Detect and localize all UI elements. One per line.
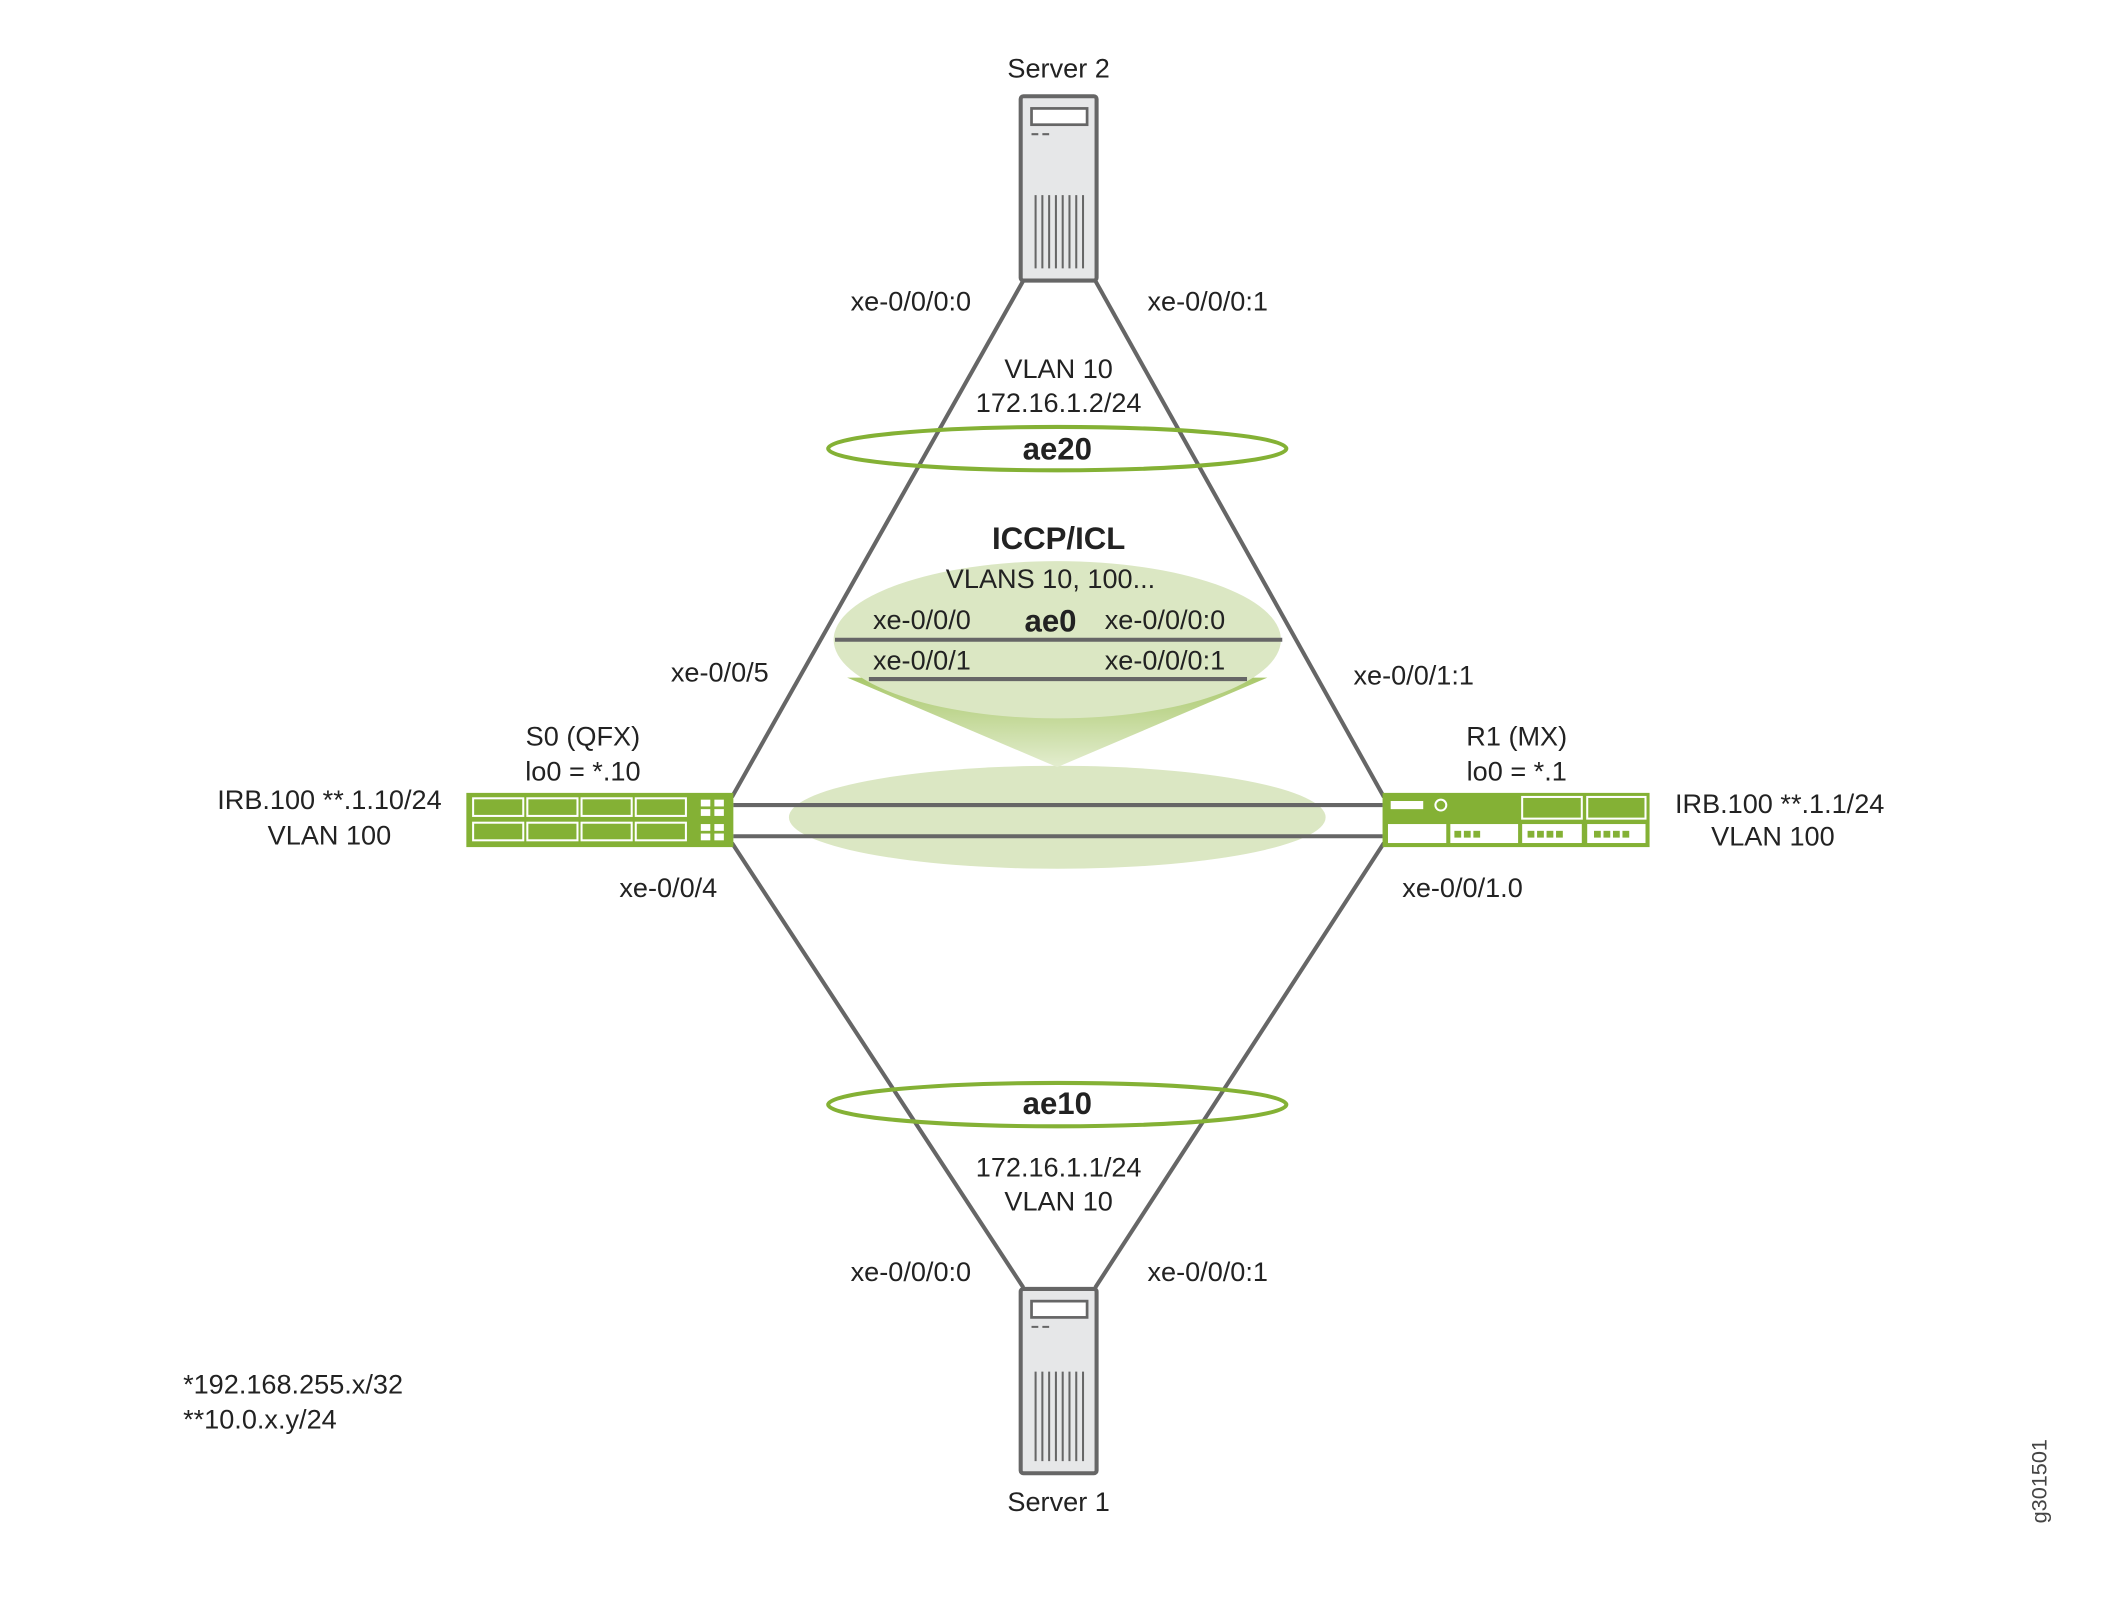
server1-icon: [1018, 1286, 1099, 1476]
ae20-ip: 172.16.1.2/24: [976, 387, 1142, 418]
ae20-vlan: VLAN 10: [1004, 353, 1112, 384]
r1-lo0: lo0 = *.1: [1467, 756, 1567, 787]
ae10-ip: 172.16.1.1/24: [976, 1151, 1142, 1182]
legend-loopback: *192.168.255.x/32: [183, 1368, 403, 1399]
s0-lo0: lo0 = *.10: [525, 756, 640, 787]
link-server1-s0: [730, 841, 1026, 1289]
link-server2-r1: [1093, 279, 1386, 798]
ae0-label: ae0: [1025, 604, 1077, 639]
r1-up-port: xe-0/0/1:1: [1353, 659, 1474, 690]
s0-qfx-switch-icon: [466, 792, 734, 848]
figure-id: g301501: [2027, 1439, 2052, 1523]
icl-lower-ellipse: [788, 765, 1326, 869]
server1-left-port: xe-0/0/0:0: [851, 1256, 972, 1287]
server2-left-port: xe-0/0/0:0: [851, 285, 972, 316]
link-server2-s0: [730, 279, 1026, 798]
ae10-label: ae10: [1023, 1086, 1092, 1121]
ae20-label: ae20: [1023, 431, 1092, 466]
iccp-title: ICCP/ICL: [992, 521, 1125, 556]
r1-mx-router-icon: [1382, 792, 1650, 848]
ae10-ellipse: [826, 1080, 1289, 1129]
server2-right-port: xe-0/0/0:1: [1147, 285, 1268, 316]
ae20-ellipse: [826, 424, 1289, 473]
s0-down-port: xe-0/0/4: [619, 872, 717, 903]
legend-irb: **10.0.x.y/24: [183, 1404, 337, 1435]
ae0-left-port-1: xe-0/0/0: [873, 604, 971, 635]
r1-name: R1 (MX): [1466, 720, 1567, 751]
server2-label: Server 2: [1007, 52, 1109, 83]
ae0-right-port-2: xe-0/0/0:1: [1105, 645, 1226, 676]
s0-up-port: xe-0/0/5: [671, 657, 769, 688]
link-server1-r1: [1093, 841, 1386, 1289]
ae10-vlan: VLAN 10: [1004, 1185, 1112, 1216]
s0-irb: IRB.100 **.1.10/24: [217, 784, 441, 815]
s0-vlan: VLAN 100: [268, 819, 392, 850]
iccp-vlans: VLANS 10, 100...: [946, 563, 1155, 594]
server1-label: Server 1: [1007, 1486, 1109, 1517]
r1-down-port: xe-0/0/1.0: [1402, 872, 1523, 903]
r1-vlan: VLAN 100: [1711, 821, 1835, 852]
server2-icon: [1018, 94, 1099, 283]
s0-name: S0 (QFX): [526, 720, 640, 751]
ae0-left-port-2: xe-0/0/1: [873, 645, 971, 676]
ae0-right-port-1: xe-0/0/0:0: [1105, 604, 1226, 635]
r1-irb: IRB.100 **.1.1/24: [1675, 788, 1884, 819]
server1-right-port: xe-0/0/0:1: [1147, 1256, 1268, 1287]
